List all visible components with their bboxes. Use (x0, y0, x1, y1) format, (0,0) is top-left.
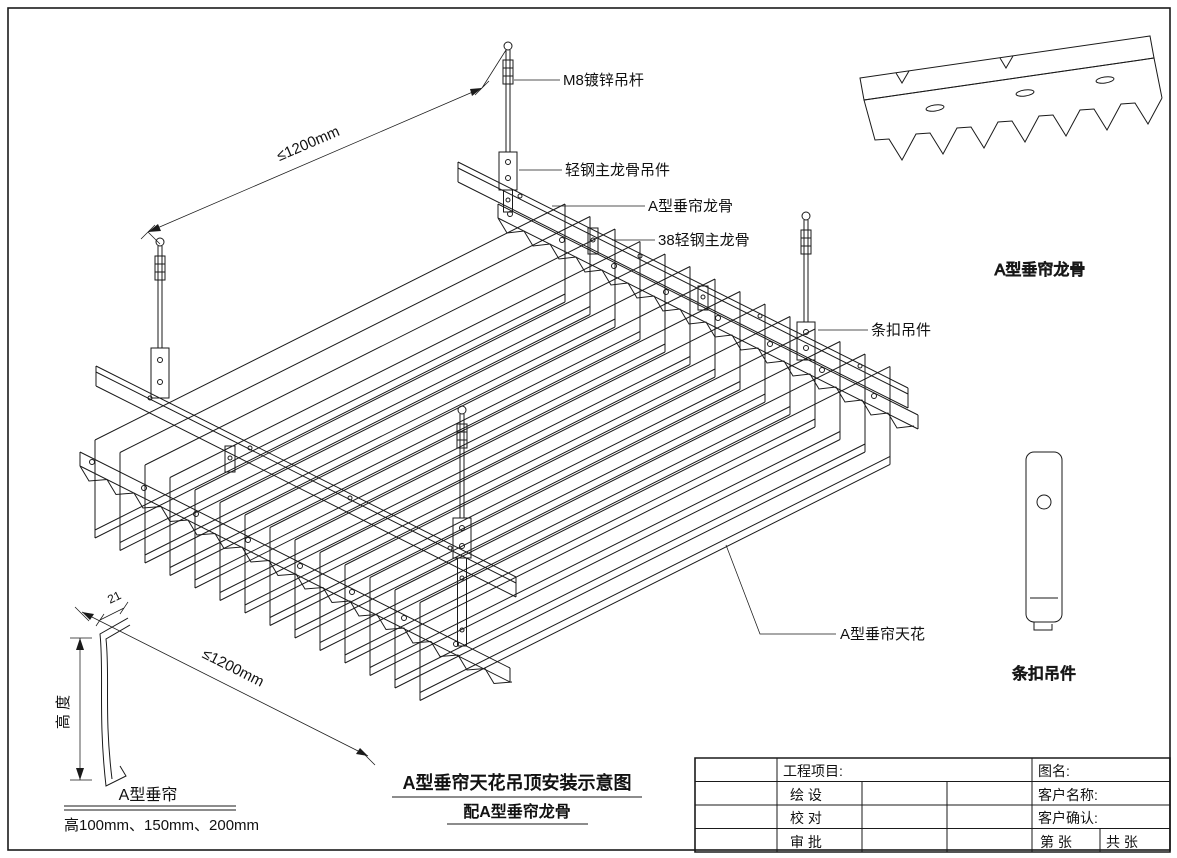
label-main-keel: 38轻钢主龙骨 (658, 232, 750, 249)
tb-checked: 校 对 (790, 810, 822, 826)
main-keel-top (457, 161, 909, 409)
clip-detail-caption: 条扣吊件 (1012, 665, 1076, 683)
label-keel-hanger: 轻钢主龙骨吊件 (565, 162, 670, 179)
tb-approved: 审 批 (790, 834, 822, 850)
callouts: M8镀锌吊杆 轻钢主龙骨吊件 A型垂帘龙骨 38轻钢主龙骨 条扣吊件 A型垂帘天… (514, 72, 931, 643)
drawing-border (7, 7, 1171, 851)
profile-name: A型垂帘 (119, 786, 178, 804)
tb-client-confirm: 客户确认: (1038, 810, 1098, 826)
rod-eye-icon (503, 41, 513, 51)
dim-fold-width: 21 (105, 588, 123, 607)
drawing-title: A型垂帘天花吊顶安装示意图 (403, 772, 632, 793)
tb-drawing-name: 图名: (1038, 763, 1070, 779)
label-curtain-ceiling: A型垂帘天花 (840, 626, 925, 643)
drawing-subtitle: 配A型垂帘龙骨 (463, 802, 571, 821)
keel-detail: A型垂帘龙骨 (859, 35, 1163, 280)
label-curtain-keel: A型垂帘龙骨 (648, 198, 733, 215)
drawing-titles: A型垂帘天花吊顶安装示意图 配A型垂帘龙骨 (392, 772, 642, 825)
turnbuckle (456, 423, 468, 449)
hanger-rod-3 (796, 211, 816, 361)
keel-hanger-clip (796, 321, 816, 361)
keel-teeth (79, 465, 513, 685)
hanger-rod-1 (498, 41, 518, 213)
hanger-strap (457, 557, 467, 647)
turnbuckle (800, 229, 812, 255)
tb-client-name: 客户名称: (1038, 787, 1098, 803)
dim-height-label: 高 度 (55, 695, 72, 729)
title-block: 工程项目: 图名: 绘 设 客户名称: 校 对 客户确认: 审 批 第 张 共 … (694, 757, 1171, 853)
keel-teeth (497, 217, 915, 429)
keel-detail-teeth (863, 97, 1163, 161)
hanger-strap (503, 189, 513, 213)
rod-eye-icon (801, 211, 811, 221)
profile-detail: 21 高 度 A型垂帘 高100mm、150mm、200mm (55, 588, 259, 834)
tb-project: 工程项目: (783, 763, 843, 779)
hanger-rod-2 (150, 237, 170, 399)
profile-heights: 高100mm、150mm、200mm (64, 817, 259, 834)
rod-eye-icon (155, 237, 165, 247)
turnbuckle (502, 59, 514, 85)
turnbuckle (154, 255, 166, 281)
hanger-rod-4 (452, 405, 472, 647)
baffle-panels (94, 203, 891, 701)
dim-top: ≤1200mm (140, 49, 507, 245)
label-strip-clip: 条扣吊件 (871, 322, 931, 339)
tb-drafted: 绘 设 (790, 787, 822, 803)
dim-left-text: ≤1200mm (199, 645, 266, 690)
dim-top-text: ≤1200mm (274, 123, 342, 165)
keel-hanger-clip (150, 347, 170, 399)
strap-clips (224, 227, 709, 473)
clip-detail: 条扣吊件 (1011, 451, 1077, 684)
tb-sheet-total: 共 张 (1106, 834, 1138, 850)
label-m8-rod: M8镀锌吊杆 (563, 72, 644, 89)
rod-eye-icon (457, 405, 467, 415)
main-keel-left (95, 365, 517, 598)
tb-sheet-no: 第 张 (1040, 834, 1072, 850)
keel-detail-caption: A型垂帘龙骨 (995, 261, 1086, 279)
curtain-keel-left (79, 451, 513, 685)
